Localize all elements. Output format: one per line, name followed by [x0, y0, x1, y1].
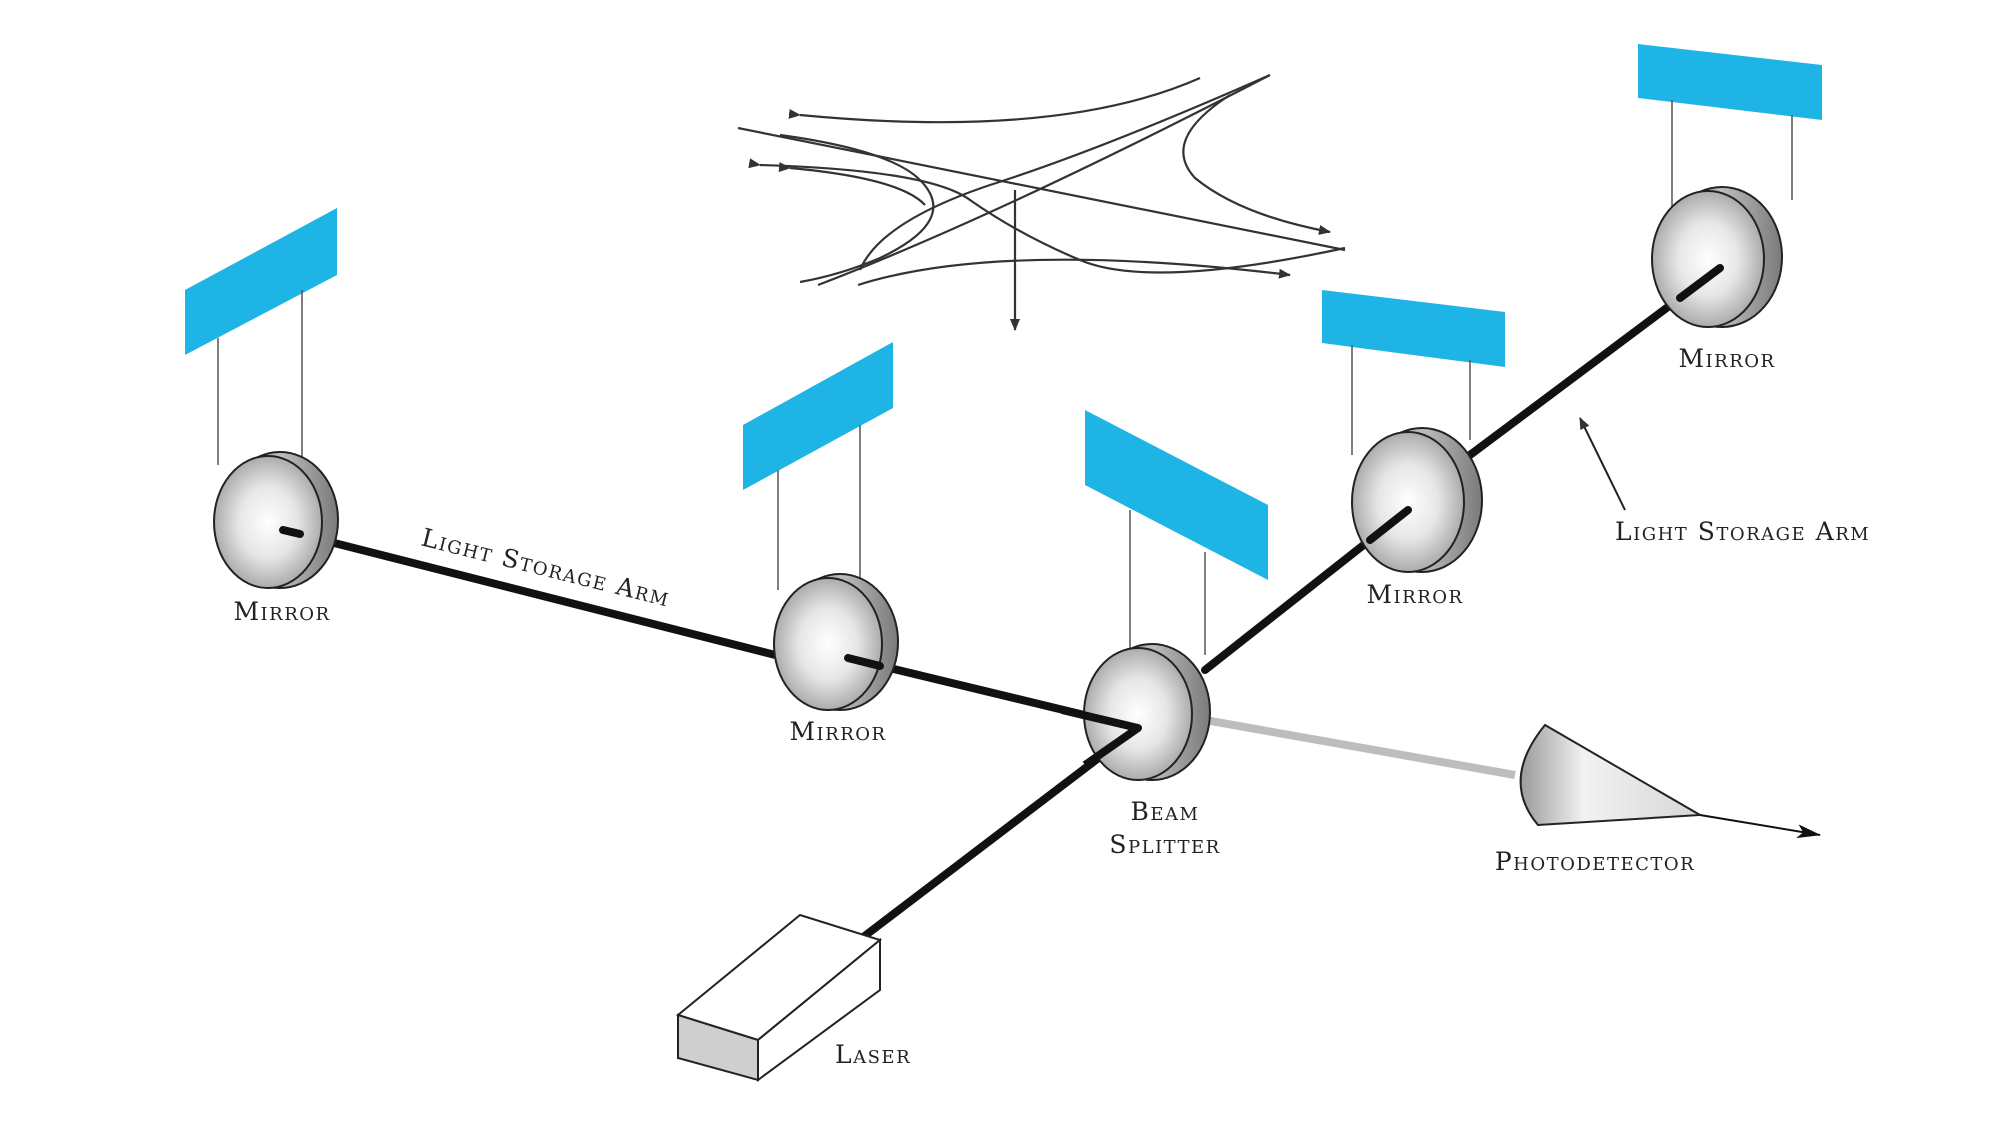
mount-plate-far-right [1638, 44, 1822, 210]
mount-plate-near-left [743, 342, 893, 590]
mirror-label-near-right: Mirror [1366, 580, 1463, 609]
mirror-far-left [213, 451, 339, 589]
arm-label-pointer-arrow [1579, 417, 1626, 511]
mirror-near-right [1351, 427, 1483, 573]
arm-label-right: Light Storage Arm [1615, 517, 1870, 546]
mirror-far-right [1651, 186, 1783, 328]
gravitational-wave-icon [737, 73, 1346, 331]
left-arm-beam [279, 526, 1142, 732]
mount-plate-far-left [185, 208, 337, 465]
mirror-label-near-left: Mirror [789, 717, 886, 746]
beam-splitter-label-line1: Beam [1131, 797, 1200, 826]
photodetector-icon [1519, 723, 1821, 839]
mirror-label-far-right: Mirror [1678, 344, 1775, 373]
beam-splitter [1061, 643, 1211, 781]
output-beam [1204, 716, 1516, 779]
mirror-label-far-left: Mirror [233, 597, 330, 626]
mirror-near-left [773, 573, 899, 711]
photodetector-label: Photodetector [1495, 847, 1695, 876]
mount-plate-center [1085, 410, 1268, 655]
laser-icon [675, 913, 883, 1082]
laser-label: Laser [835, 1040, 911, 1069]
mount-plate-near-right [1322, 290, 1505, 455]
beam-splitter-label-line2: Splitter [1109, 830, 1220, 859]
